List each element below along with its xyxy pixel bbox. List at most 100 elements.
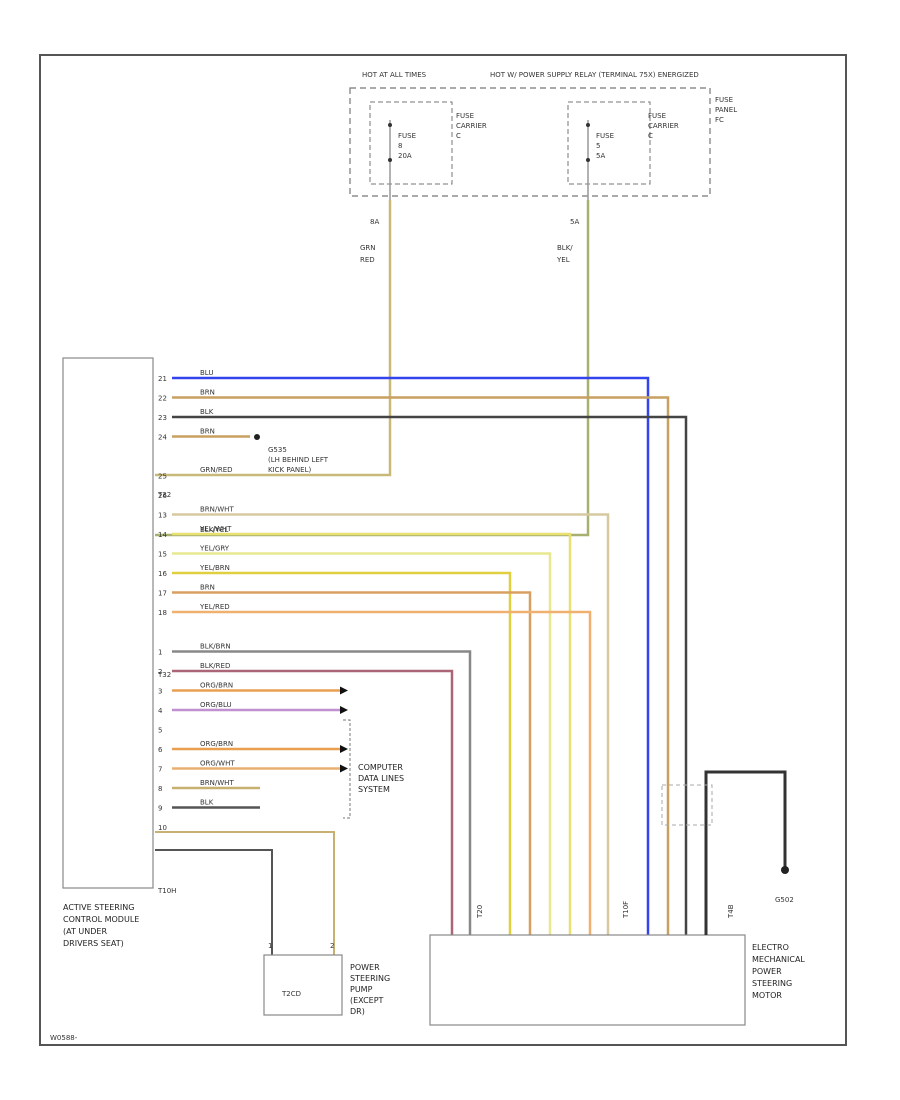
computer-data-lines: COMPUTER DATA LINES SYSTEM [343, 719, 407, 819]
wire-color-label-1: BRN [200, 389, 215, 397]
fuse-1-feed-wire [155, 200, 392, 477]
motor-ground-point [781, 866, 789, 874]
fuse-1-pin: 8A [370, 218, 379, 226]
fuse-carrier-box-2 [567, 101, 651, 185]
wire-color-label-12: YEL/RED [199, 603, 230, 611]
connector-label-3: T10H [157, 887, 176, 895]
pump-wire-1 [155, 849, 273, 955]
fuse-carrier-box-1 [369, 101, 453, 185]
wire-7 [172, 513, 610, 935]
fuse-panel-box [349, 87, 711, 197]
wire-pin-5: 25 [158, 473, 167, 481]
fuse-1-wire-color: GRN RED [360, 244, 378, 264]
wire-color-label-2: BLK [200, 408, 214, 416]
wire-pin-15: 3 [158, 688, 162, 696]
wire-pin-2: 23 [158, 414, 167, 422]
wire-color-label-8: YEL/WHT [199, 525, 232, 533]
power-steering-pump: 1 2 T2CD POWER STEERING PUMP (EXCEPT DR) [155, 831, 393, 1016]
fuse-panel: HOT AT ALL TIMES HOT W/ POWER SUPPLY REL… [349, 71, 739, 264]
wire-color-label-15: ORG/BRN [200, 682, 233, 690]
motor-ground-wire [704, 770, 787, 935]
wire-13 [172, 650, 472, 935]
pump-pin-2: 2 [330, 942, 334, 950]
wire-color-label-3: BRN [200, 428, 215, 436]
pump-label: POWER STEERING PUMP (EXCEPT DR) [350, 963, 393, 1016]
wire-arrow-19 [340, 764, 348, 773]
control-module-label: ACTIVE STEERING CONTROL MODULE (AT UNDER… [63, 903, 142, 948]
connector-label-1: T32 [157, 491, 171, 499]
connector-label-2: T32 [157, 671, 171, 679]
wire-pin-3: 24 [158, 434, 167, 442]
wire-pin-1: 22 [158, 395, 167, 403]
wire-pin-7: 13 [158, 512, 167, 520]
wire-11 [172, 591, 532, 935]
wire-color-label-20: BRN/WHT [200, 779, 234, 787]
wire-pin-9: 15 [158, 551, 167, 559]
ground-g535: G535 (LH BEHIND LEFT KICK PANEL) [254, 434, 330, 474]
wire-color-label-21: BLK [200, 799, 214, 807]
motor-ground-label: G502 [775, 896, 794, 904]
wire-8 [172, 532, 572, 935]
wire-color-label-10: YEL/BRN [199, 564, 230, 572]
wire-color-label-7: BRN/WHT [200, 506, 234, 514]
fuse-2-label: FUSE 5 5A [596, 132, 616, 160]
wire-pin-14: 2 [158, 668, 162, 676]
pump-wire-2 [155, 831, 335, 955]
wire-color-label-11: BRN [200, 584, 215, 592]
fuse-1-terminal-b [388, 158, 392, 162]
wire-pin-16: 4 [158, 707, 163, 715]
pump-box [263, 954, 343, 1016]
pump-connector: T2CD [281, 990, 301, 998]
wire-color-label-18: ORG/BRN [200, 740, 233, 748]
motor-box [429, 934, 746, 1026]
wire-arrow-16 [340, 706, 348, 714]
wire-group: 21BLU22BRN23BLK24BRN252613BRN/WHT14YEL/W… [158, 369, 688, 935]
wire-pin-10: 16 [158, 570, 167, 578]
wire-pin-22: 10 [158, 824, 167, 832]
steering-motor: ELECTRO MECHANICAL POWER STEERING MOTOR … [429, 770, 807, 1026]
control-module: ACTIVE STEERING CONTROL MODULE (AT UNDER… [62, 357, 176, 948]
fuse-2-pin: 5A [570, 218, 579, 226]
fuse-2-terminal [586, 123, 590, 127]
fuse-carrier-2-label: FUSE CARRIER C [648, 112, 681, 140]
wire-arrow-18 [340, 745, 348, 753]
wire-pin-12: 18 [158, 609, 167, 617]
fuse-2-wire-color: BLK/ YEL [556, 244, 575, 264]
wire-color-label-fed-5: GRN/RED [200, 466, 233, 474]
wire-pin-18: 6 [158, 746, 163, 754]
fuse-1-terminal [388, 123, 392, 127]
wire-0 [172, 376, 650, 935]
wire-pin-0: 21 [158, 375, 167, 383]
motor-connector-3: T4B [727, 904, 735, 919]
control-module-box [62, 357, 154, 889]
wire-10 [172, 571, 512, 935]
wire-pin-8: 14 [158, 531, 167, 539]
fuse-carrier-1-label: FUSE CARRIER C [456, 112, 489, 140]
wire-2 [172, 415, 688, 935]
hot-power-supply-label: HOT W/ POWER SUPPLY RELAY (TERMINAL 75X)… [490, 71, 699, 79]
wire-color-label-16: ORG/BLU [200, 701, 232, 709]
wire-color-label-0: BLU [200, 369, 213, 377]
fuse-2-terminal-b [586, 158, 590, 162]
wire-14 [172, 669, 454, 935]
wire-color-label-fed-6: BLK/YEL [200, 526, 228, 534]
ground-label: G535 (LH BEHIND LEFT KICK PANEL) [268, 446, 330, 474]
wire-12 [172, 610, 592, 935]
motor-connector-1: T20 [476, 905, 484, 919]
motor-label: ELECTRO MECHANICAL POWER STEERING MOTOR [752, 943, 807, 1000]
wire-color-label-13: BLK/BRN [200, 643, 231, 651]
computer-data-lines-label: COMPUTER DATA LINES SYSTEM [358, 763, 407, 794]
wire-1 [172, 396, 670, 935]
diagram-border [39, 54, 847, 1046]
fuse-1-label: FUSE 8 20A [398, 132, 418, 160]
wire-arrow-15 [340, 686, 348, 695]
wire-pin-11: 17 [158, 590, 167, 598]
wire-pin-17: 5 [158, 727, 162, 735]
hot-at-all-times-label: HOT AT ALL TIMES [362, 71, 427, 79]
motor-connector-2: T10F [622, 901, 630, 919]
wire-color-label-9: YEL/GRY [199, 545, 230, 553]
wire-pin-13: 1 [158, 649, 162, 657]
data-lines-bracket [343, 719, 351, 819]
fuse-panel-label: FUSE PANEL FC [715, 96, 739, 124]
